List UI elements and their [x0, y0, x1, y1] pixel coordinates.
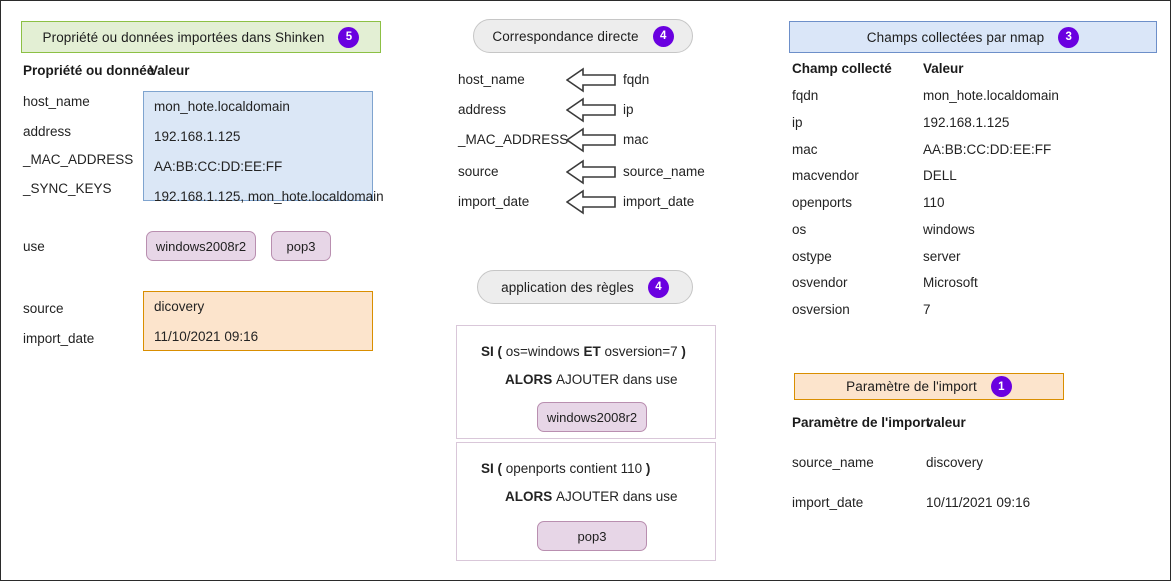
shinken-value-address: 192.168.1.125: [154, 129, 241, 144]
map-source-fqdn: fqdn: [623, 72, 650, 87]
header-shinken[interactable]: Propriété ou données importées dans Shin…: [21, 21, 381, 53]
header-correspondance[interactable]: Correspondance directe 4: [473, 19, 693, 53]
header-regles-label: application des règles: [501, 279, 634, 295]
map-target-import_date: import_date: [458, 194, 530, 209]
rule-card-2: SI ( openports contient 110 ) ALORS AJOU…: [456, 442, 716, 561]
badge-3: 3: [1058, 26, 1080, 48]
shinken-key-mac: _MAC_ADDRESS: [23, 152, 134, 167]
rule-2-then-keyword: ALORS: [505, 489, 553, 504]
rule-2-if-body: openports contient 110: [502, 461, 646, 476]
nmap-key-macvendor: macvendor: [792, 168, 859, 183]
left-block-arrow-icon-1: [565, 67, 616, 98]
nmap-value-osvendor: Microsoft: [923, 275, 978, 290]
shinken-values-box: mon_hote.localdomain 192.168.1.125 AA:BB…: [143, 91, 384, 204]
chip-pop3[interactable]: pop3: [271, 231, 331, 261]
header-nmap-label: Champs collectées par nmap: [866, 29, 1045, 45]
shinken-key-source: source: [23, 301, 64, 316]
map-source-mac: mac: [623, 132, 649, 147]
header-correspondance-label: Correspondance directe: [492, 28, 639, 44]
shinken-key-import_date: import_date: [23, 331, 95, 346]
rule-2-action: ALORS AJOUTER dans use: [505, 489, 678, 504]
rule-1-chip[interactable]: windows2008r2: [537, 402, 647, 432]
nmap-value-fqdn: mon_hote.localdomain: [923, 88, 1059, 103]
rule-2-if-prefix: SI (: [481, 461, 503, 476]
map-target-source: source: [458, 164, 499, 179]
map-target-mac_address: _MAC_ADDRESS: [458, 132, 569, 147]
importparams-col-value: valeur: [926, 415, 966, 430]
nmap-value-os: windows: [923, 222, 975, 237]
map-target-host_name: host_name: [458, 72, 525, 87]
left-block-arrow-icon-3: [565, 127, 616, 158]
importparams-value-source_name: discovery: [926, 455, 984, 470]
importparams-key-source_name: source_name: [792, 455, 874, 470]
map-source-ip: ip: [623, 102, 634, 117]
map-target-address: address: [458, 102, 507, 117]
nmap-key-mac: mac: [792, 142, 818, 157]
nmap-key-osvendor: osvendor: [792, 275, 848, 290]
nmap-value-macvendor: DELL: [923, 168, 957, 183]
nmap-key-os: os: [792, 222, 807, 237]
nmap-value-openports: 110: [923, 195, 945, 210]
rule-2-chip[interactable]: pop3: [537, 521, 647, 551]
header-regles[interactable]: application des règles 4: [477, 270, 693, 304]
badge-5: 5: [338, 26, 360, 48]
nmap-key-openports: openports: [792, 195, 853, 210]
header-shinken-label: Propriété ou données importées dans Shin…: [42, 29, 325, 45]
badge-4-rules: 4: [647, 276, 669, 298]
left-block-arrow-icon-4: [565, 159, 616, 190]
nmap-key-osversion: osversion: [792, 302, 850, 317]
header-parametre-import[interactable]: Paramètre de l'import 1: [794, 373, 1064, 400]
shinken-key-sync_keys: _SYNC_KEYS: [23, 181, 112, 196]
shinken-col-key: Propriété ou donnée: [23, 63, 155, 78]
shinken-import-date-value: 11/10/2021 09:16: [154, 329, 259, 344]
shinken-key-use: use: [23, 239, 45, 254]
nmap-key-ip: ip: [792, 115, 803, 130]
nmap-value-ip: 192.168.1.125: [923, 115, 1010, 130]
rule-1-action: ALORS AJOUTER dans use: [505, 372, 678, 387]
rule-2-condition: SI ( openports contient 110 ): [481, 461, 650, 476]
nmap-col-value: Valeur: [923, 61, 964, 76]
shinken-key-address: address: [23, 124, 72, 139]
badge-4-mapping: 4: [652, 25, 674, 47]
shinken-import-box: dicovery 11/10/2021 09:16: [143, 291, 373, 351]
importparams-value-import_date: 10/11/2021 09:16: [926, 495, 1031, 510]
header-parametre-import-label: Paramètre de l'import: [846, 379, 977, 394]
nmap-key-fqdn: fqdn: [792, 88, 819, 103]
rule-1-if-operator: ET: [583, 344, 601, 359]
nmap-col-key: Champ collecté: [792, 61, 892, 76]
rule-2-if-suffix: ): [645, 461, 651, 476]
map-source-source_name: source_name: [623, 164, 705, 179]
shinken-import-source-value: dicovery: [154, 299, 205, 314]
shinken-value-sync_keys: 192.168.1.125, mon_hote.localdomain: [154, 189, 384, 204]
nmap-value-ostype: server: [923, 249, 961, 264]
rule-1-if-prefix: SI (: [481, 344, 503, 359]
map-source-import_date: import_date: [623, 194, 695, 209]
nmap-value-osversion: 7: [923, 302, 931, 317]
nmap-value-mac: AA:BB:CC:DD:EE:FF: [923, 142, 1052, 157]
badge-1: 1: [990, 376, 1012, 397]
rule-1-then-keyword: ALORS: [505, 372, 553, 387]
left-block-arrow-icon-2: [565, 97, 616, 128]
shinken-value-host_name: mon_hote.localdomain: [154, 99, 290, 114]
nmap-key-ostype: ostype: [792, 249, 832, 264]
shinken-value-mac: AA:BB:CC:DD:EE:FF: [154, 159, 283, 174]
rule-2-then-text: AJOUTER dans use: [556, 489, 678, 504]
rule-1-then-text: AJOUTER dans use: [556, 372, 678, 387]
chip-windows2008r2[interactable]: windows2008r2: [146, 231, 256, 261]
rule-card-1: SI ( os=windows ET osversion=7 ) ALORS A…: [456, 325, 716, 439]
rule-1-condition: SI ( os=windows ET osversion=7 ): [481, 344, 686, 359]
importparams-col-key: Paramètre de l'import: [792, 415, 931, 430]
rule-1-if-body: os=windows: [502, 344, 584, 359]
left-block-arrow-icon-5: [565, 189, 616, 220]
importparams-key-import_date: import_date: [792, 495, 864, 510]
rule-1-if-suffix: ): [681, 344, 686, 359]
shinken-col-value: Valeur: [149, 63, 190, 78]
rule-1-if-body2: osversion=7: [600, 344, 682, 359]
header-nmap[interactable]: Champs collectées par nmap 3: [789, 21, 1157, 53]
shinken-key-host_name: host_name: [23, 94, 90, 109]
